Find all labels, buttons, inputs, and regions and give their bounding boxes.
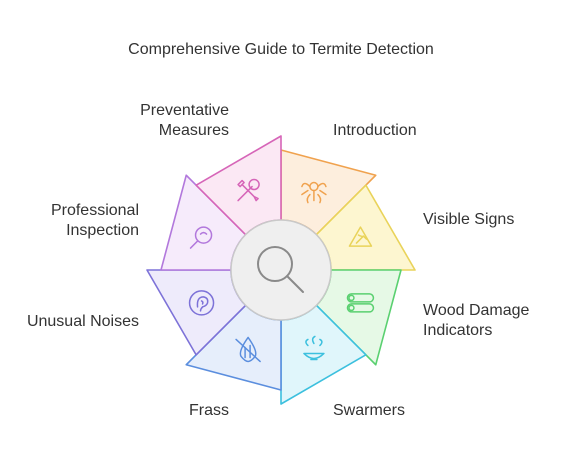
- warning-sign-icon: [348, 226, 373, 247]
- center-hub: [230, 219, 332, 321]
- label-unusual-noises: Unusual Noises: [26, 313, 139, 330]
- magnifier-icon: [257, 246, 304, 293]
- label-introduction: Introduction: [333, 122, 417, 139]
- label-frass: Frass: [189, 402, 229, 419]
- tools-icon: [237, 178, 260, 202]
- diagram-title: Comprehensive Guide to Termite Detection: [128, 41, 434, 58]
- label-swarmers: Swarmers: [333, 402, 406, 419]
- ear-icon: [188, 290, 215, 316]
- label-wood-damage-indicators: Wood Damage Indicators: [423, 302, 530, 339]
- termite-icon: [301, 181, 327, 204]
- inspector-icon: [189, 226, 213, 249]
- swarm-icon: [303, 335, 325, 361]
- no-water-icon: [235, 336, 261, 363]
- label-professional-inspection: Professional Inspection: [50, 202, 139, 239]
- label-visible-signs: Visible Signs: [423, 211, 515, 228]
- label-preventative-measures: Preventative Measures: [140, 102, 229, 139]
- wood-logs-icon: [346, 293, 375, 313]
